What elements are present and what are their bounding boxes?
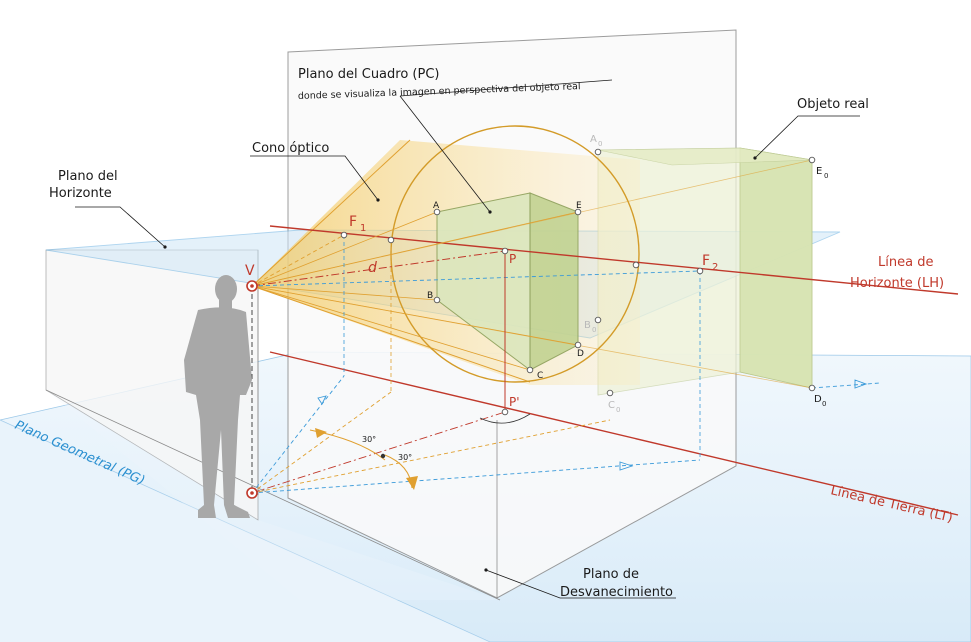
arrow-2	[406, 476, 418, 490]
point-b0: B	[584, 320, 591, 331]
point-markers	[340, 148, 816, 416]
leader-dot-3	[488, 210, 492, 214]
point-c: C	[537, 371, 543, 381]
point-f1-sub: 1	[360, 223, 366, 234]
point-a: A	[433, 201, 440, 211]
point-b: B	[427, 291, 433, 301]
real-object-label: Objeto real	[797, 97, 869, 112]
principal-ray	[251, 250, 506, 287]
angle-center-dot	[380, 453, 386, 459]
vanishing-plane-label-2: Desvanecimiento	[560, 585, 673, 600]
angle-label-2: 30°	[398, 453, 412, 462]
arrow-4	[317, 395, 327, 405]
leaders	[75, 79, 860, 599]
point-f2: F	[702, 253, 710, 269]
leader-dot-2	[376, 198, 380, 202]
visual-rays	[251, 159, 813, 389]
point-d0-sub: 0	[822, 400, 826, 408]
angle-label-1: 30°	[362, 435, 376, 444]
point-e: E	[576, 201, 582, 211]
observer-figure	[184, 275, 252, 518]
vanishing-plane-label-1: Plano de	[583, 567, 639, 582]
d0-extension	[811, 382, 881, 389]
horizon-plane-label-2: Horizonte	[49, 186, 112, 201]
v-marker-dot	[250, 284, 254, 288]
point-f2-sub: 2	[712, 262, 718, 273]
point-p: P	[509, 252, 516, 266]
point-e0-sub: 0	[824, 172, 828, 180]
cone-edge-top	[251, 139, 411, 287]
ground-line	[269, 351, 959, 516]
point-c0: C	[608, 400, 615, 411]
right-angle-arc	[479, 413, 531, 424]
point-p-prime: P'	[509, 395, 520, 409]
point-d: D	[577, 349, 584, 359]
horizon-line	[269, 225, 959, 295]
horizon-line-label-1: Línea de	[878, 255, 933, 270]
distance-d: d	[368, 260, 377, 276]
leader-dot-5	[484, 568, 488, 572]
point-d0: D	[814, 394, 822, 405]
arrow-3	[619, 461, 634, 471]
ground-plane-front	[0, 420, 490, 642]
ray-to-f1	[251, 234, 345, 287]
point-e0: E	[816, 166, 822, 177]
point-a0-sub: 0	[598, 140, 602, 148]
point-a0: A	[590, 134, 597, 145]
v-ground-marker-dot	[250, 491, 254, 495]
vanishing-plane-edge	[45, 389, 501, 601]
horizon-line-label-2: Horizonte (LH)	[850, 276, 944, 291]
leader-dot-1	[163, 245, 167, 249]
arrow-5	[854, 379, 868, 389]
optical-cone-label: Cono óptico	[252, 141, 329, 156]
point-f1: F	[349, 214, 357, 230]
point-c0-sub: 0	[616, 406, 620, 414]
ray-to-f2	[251, 270, 701, 287]
real-object-side	[739, 147, 813, 389]
horizon-plane-label-1: Plano del	[58, 169, 118, 184]
picture-plane-title: Plano del Cuadro (PC)	[298, 67, 439, 82]
point-b0-sub: 0	[592, 326, 596, 334]
ground-construction	[251, 375, 701, 494]
vanishing-plane-front	[46, 390, 500, 600]
point-v: V	[245, 263, 255, 279]
leader-dot-4	[753, 156, 757, 160]
arrow-1	[315, 428, 327, 438]
